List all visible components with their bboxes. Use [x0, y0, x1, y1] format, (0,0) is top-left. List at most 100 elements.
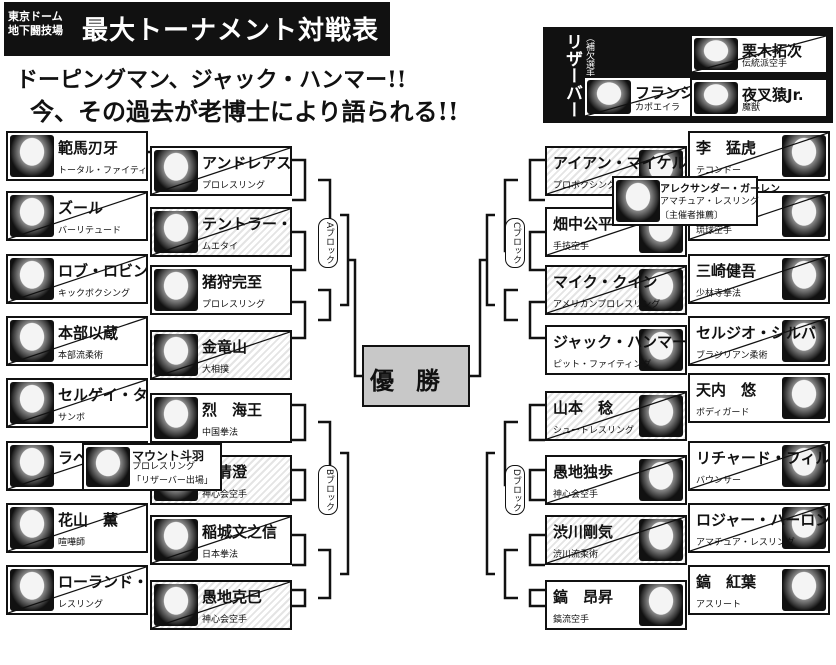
eliminated-mark: [547, 393, 685, 439]
fighter-face-icon: [782, 377, 826, 419]
fighter-face-icon: [10, 382, 54, 424]
fighter-face-icon: [10, 320, 54, 362]
fighter-name: 本部以蔵: [58, 324, 119, 342]
fighter-face-icon: [10, 135, 54, 177]
fighter-name: ジャック・ハンマー: [553, 333, 687, 351]
fighter-style: 神心会空手: [202, 490, 248, 500]
fighter-face-icon: [782, 135, 826, 177]
eliminated-mark: [8, 256, 146, 302]
fighter-name: 愚地独歩: [553, 463, 614, 481]
fighter-style: 神心会空手: [202, 615, 248, 625]
fighter-face-icon: [694, 82, 738, 114]
fighter-card: マイク・クインアメリカンプロレスリング: [545, 265, 687, 315]
eliminated-mark: [547, 148, 685, 194]
eliminated-mark: [152, 517, 290, 563]
fighter-card: 天内 悠ボディガード: [688, 373, 830, 423]
fighter-face-icon: [154, 397, 198, 439]
fighter-face-icon: [782, 507, 826, 549]
eliminated-mark: [690, 193, 828, 239]
fighter-card: アンドレアス・リーガンプロレスリング: [150, 146, 292, 196]
eliminated-mark: [690, 133, 828, 179]
fighter-card: 鎬 紅葉アスリート: [688, 565, 830, 615]
fighter-name: 李 猛虎: [696, 139, 757, 157]
fighter-style: 渋川流柔術: [553, 550, 599, 560]
eliminated-mark: [152, 332, 290, 378]
venue-line-1: 東京ドーム: [8, 10, 63, 23]
fighter-face-icon: [639, 459, 683, 501]
subtitle-1: ドーピングマン、ジャック・ハンマー!!: [16, 67, 407, 93]
fighter-card: セルゲイ・タクタロフサンボ: [6, 378, 148, 428]
fighter-style: 本部流柔術: [58, 351, 104, 361]
winner-label: 優勝: [370, 366, 462, 395]
fighter-face-icon: [154, 584, 198, 626]
fighter-card: 栗木拓次伝統派空手: [690, 34, 828, 74]
fighter-card: 本部以蔵本部流柔術: [6, 316, 148, 366]
fighter-face-icon: [10, 507, 54, 549]
fighter-card: ズールバーリテュード: [6, 191, 148, 241]
fighter-style: カポエイラ: [635, 103, 681, 113]
fighter-style: ムエタイ: [202, 242, 239, 252]
block-d-label: Dブロック: [505, 465, 525, 515]
eliminated-mark: [152, 209, 290, 255]
fighter-name: 範馬刃牙: [58, 139, 119, 157]
fighter-face-icon: [782, 258, 826, 300]
fighter-face-icon: [782, 445, 826, 487]
fighter-face-icon: [639, 269, 683, 311]
fighter-style: プロレスリング: [132, 462, 196, 472]
fighter-name: 渋川剛気: [553, 523, 614, 541]
fighter-face-icon: [694, 38, 738, 70]
fighter-style: テコンドー: [696, 166, 742, 176]
fighter-face-icon: [639, 395, 683, 437]
eliminated-mark: [8, 505, 146, 551]
fighter-style: プロレスリング: [202, 300, 266, 310]
fighter-style: アメリカンプロレスリング: [553, 300, 661, 310]
fighter-card: 李 猛虎テコンドー: [688, 131, 830, 181]
fighter-name: 畑中公平: [553, 215, 614, 233]
fighter-card: 金竜山大相撲: [150, 330, 292, 380]
eliminated-mark: [690, 505, 828, 551]
eliminated-mark: [152, 582, 290, 628]
fighter-card: 花山 薫喧嘩師: [6, 503, 148, 553]
fighter-card: 烈 海王中国拳法: [150, 393, 292, 443]
venue-line-2: 地下闘技場: [8, 24, 63, 37]
header-banner: [4, 2, 390, 56]
fighter-name: 花山 薫: [58, 511, 119, 529]
fighter-face-icon: [154, 150, 198, 192]
eliminated-mark: [547, 267, 685, 313]
fighter-name: アレクサンダー・ガーレン: [660, 184, 780, 195]
fighter-face-icon: [616, 180, 660, 222]
fighter-name: 鎬 紅葉: [696, 573, 757, 591]
fighter-face-icon: [10, 569, 54, 611]
fighter-face-icon: [10, 195, 54, 237]
fighter-name: マウント斗羽: [132, 449, 205, 463]
fighter-style: 鎬流空手: [553, 615, 590, 625]
reserve-sub: （補欠選手）: [584, 33, 594, 87]
overlay-card-garen: アレクサンダー・ガーレンアマチュア・レスリング〔主催者推薦〕: [612, 176, 780, 226]
fighter-style: トータル・ファイティング: [58, 166, 148, 176]
fighter-face-icon: [10, 445, 54, 487]
eliminated-mark: [8, 380, 146, 426]
fighter-face-icon: [782, 569, 826, 611]
fighter-face-icon: [154, 519, 198, 561]
fighter-name: ズール: [58, 199, 104, 217]
fighter-card: ロジャー・ハーロンアマチュア・レスリング: [688, 503, 830, 553]
fighter-name: 鎬 昂昇: [553, 588, 614, 606]
fighter-face-icon: [10, 258, 54, 300]
fighter-face-icon: [86, 447, 130, 487]
fighter-style: ボディガード: [696, 408, 750, 418]
fighter-name: 猪狩完至: [202, 273, 263, 291]
eliminated-mark: [152, 148, 290, 194]
eliminated-mark: [692, 36, 826, 72]
fighter-card: 愚地克巳神心会空手: [150, 580, 292, 630]
block-b-label: Bブロック: [318, 465, 338, 515]
fighter-name: 山本 稔: [553, 399, 614, 417]
fighter-card: ローランド・イスタスレスリング: [6, 565, 148, 615]
fighter-card: 猪狩完至プロレスリング: [150, 265, 292, 315]
fighter-style: サンボ: [58, 413, 86, 423]
fighter-name: 夜叉猿Jr.: [742, 86, 804, 104]
fighter-name: セルジオ・シルバ: [696, 324, 817, 342]
fighter-style: バーリテュード: [58, 226, 122, 236]
fighter-style: 伝統派空手: [742, 59, 788, 69]
